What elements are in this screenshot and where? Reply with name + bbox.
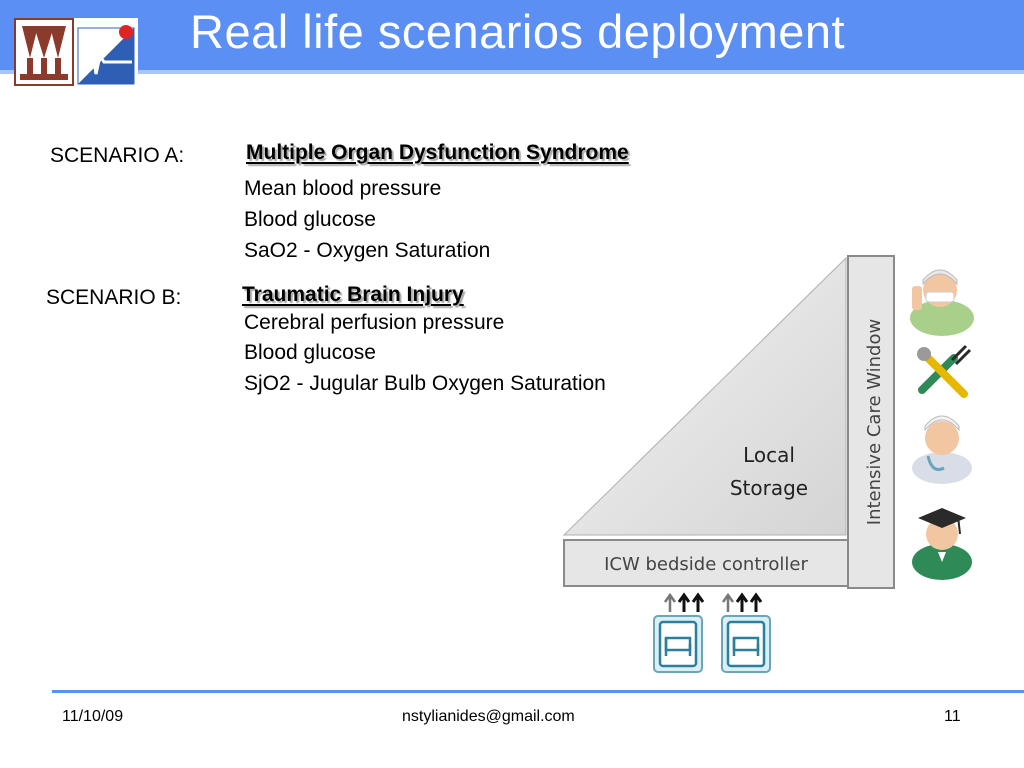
scenario-a-title: Multiple Organ Dysfunction Syndrome: [246, 141, 629, 164]
data-arrows-left: [663, 592, 705, 612]
intensive-care-window-label: Intensive Care Window: [864, 319, 885, 525]
bed-monitor-icon: [721, 615, 771, 673]
university-logo: [14, 18, 138, 86]
slide-title: Real life scenarios deployment: [190, 5, 846, 58]
icw-diagram: Local Storage Intensive Care Window ICW …: [562, 255, 974, 673]
surgeon-icon: [910, 269, 974, 336]
header-bar: [0, 0, 1024, 70]
scenario-a-label: SCENARIO A:: [50, 144, 185, 167]
scenario-b-label: SCENARIO B:: [46, 286, 182, 309]
intensive-care-window-panel: [847, 255, 895, 589]
footer-email: nstylianides@gmail.com: [402, 708, 575, 725]
bed-monitor-icon: [653, 615, 703, 673]
scenario-a-param: Blood glucose: [244, 208, 376, 231]
scenario-b-param: Cerebral perfusion pressure: [244, 311, 505, 334]
footer-rule: [52, 690, 1024, 693]
scenario-b-param: SjO2 - Jugular Bulb Oxygen Saturation: [244, 372, 606, 395]
scenario-a-param: SaO2 - Oxygen Saturation: [244, 239, 491, 262]
doctor-icon: [912, 415, 972, 484]
data-arrows-right: [721, 592, 763, 612]
scenario-b-param: Blood glucose: [244, 341, 376, 364]
graduate-icon: [912, 508, 972, 580]
scenario-b-title: Traumatic Brain Injury: [242, 283, 464, 306]
scenario-a-param: Mean blood pressure: [244, 177, 442, 200]
tools-icon: [917, 344, 972, 398]
footer-page-number: 11: [944, 708, 961, 725]
header-underline: [0, 70, 1024, 74]
bedside-controller-panel: [563, 539, 849, 587]
local-storage-triangle: [562, 256, 847, 536]
footer-date: 11/10/09: [62, 708, 124, 725]
local-storage-label-line1: Local: [743, 443, 795, 467]
bedside-controller-label: ICW bedside controller: [604, 554, 808, 575]
local-storage-label-line2: Storage: [730, 476, 808, 500]
